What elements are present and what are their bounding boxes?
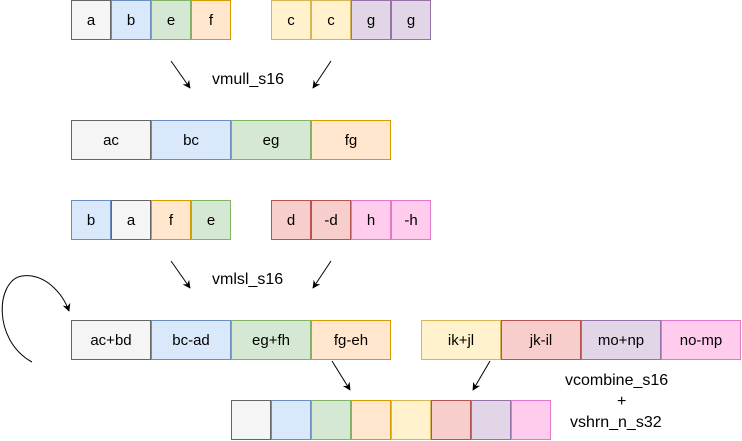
cell-mo-np: mo+np [581,320,661,360]
cell-h: h [351,200,391,240]
result-cell [391,400,431,440]
cell-f: f [151,200,191,240]
arrow-combine-right [472,360,491,391]
cell-e: e [191,200,231,240]
cell-f: f [191,0,231,40]
cell-ac-bd: ac+bd [71,320,151,360]
op-vmull-label: vmull_s16 [212,71,285,88]
arrow-vmlsl-right [312,260,332,289]
arrow-loop-back [1,275,71,363]
result-cell [351,400,391,440]
cell-fg-eh: fg-eh [311,320,391,360]
cell-no-mp: no-mp [661,320,741,360]
cell-bc: bc [151,120,231,160]
result-cell [231,400,271,440]
op-vshrn-label: vshrn_n_s32 [570,414,662,431]
cell-eg-fh: eg+fh [231,320,311,360]
op-vmlsl-label: vmlsl_s16 [212,271,284,288]
op-plus-label: + [617,393,627,410]
cell-jk-il: jk-il [501,320,581,360]
result-cell [271,400,311,440]
cell-fg: fg [311,120,391,160]
cell-neg-h: -h [391,200,431,240]
cell-a: a [111,200,151,240]
cell-eg: eg [231,120,311,160]
cell-c2: c [311,0,351,40]
cell-d: d [271,200,311,240]
cell-bc-ad: bc-ad [151,320,231,360]
cell-neg-d: -d [311,200,351,240]
cell-c1: c [271,0,311,40]
cell-b: b [71,200,111,240]
result-cell [311,400,351,440]
cell-g1: g [351,0,391,40]
op-vcombine-label: vcombine_s16 [565,372,669,389]
cell-ik-jl: ik+jl [421,320,501,360]
arrow-vmlsl-left [170,260,191,289]
cell-ac: ac [71,120,151,160]
arrow-combine-left [331,360,351,391]
result-cell [511,400,551,440]
cell-b: b [111,0,151,40]
cell-g2: g [391,0,431,40]
result-cell [471,400,511,440]
cell-e: e [151,0,191,40]
arrow-vmull-right [312,60,332,89]
arrow-vmull-left [170,60,191,89]
cell-a: a [71,0,111,40]
result-cell [431,400,471,440]
